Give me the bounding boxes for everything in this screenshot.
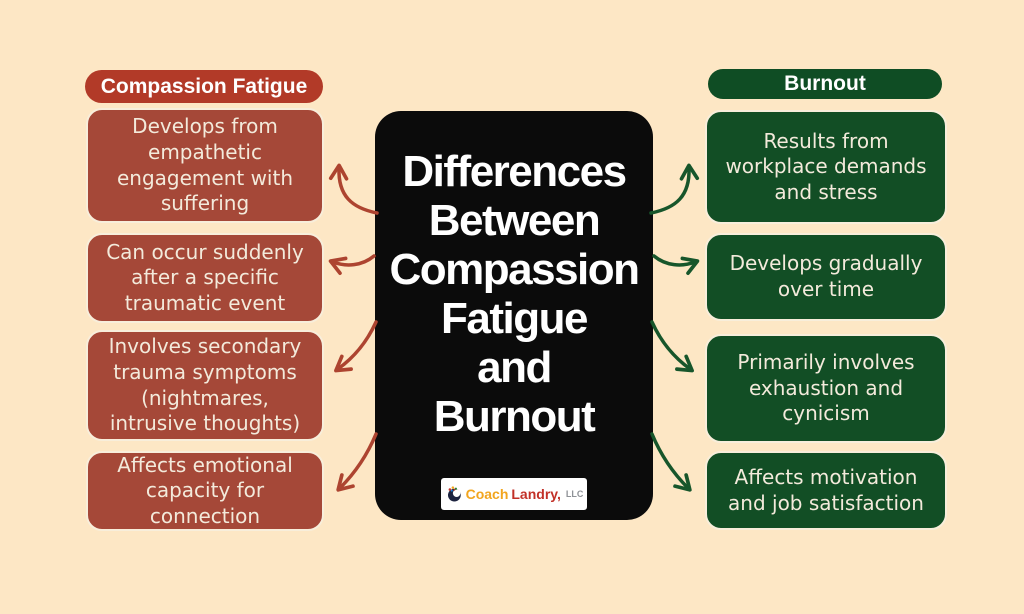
compassion-fatigue-point: Can occur suddenly after a specific trau… [86,233,324,323]
arrow-right-3 [650,320,694,373]
arrow-left-1 [328,163,379,215]
burnout-point: Affects motivation and job satisfaction [705,451,947,530]
brand-text-coach: Coach [465,486,509,502]
compassion-fatigue-point: Involves secondary trauma symptoms (nigh… [86,330,324,441]
brand-text-llc: LLC [565,489,584,499]
burnout-point: Develops gradually over time [705,233,947,321]
main-title: Differences Between Compassion Fatigue a… [389,147,640,441]
arrow-left-4 [336,432,378,492]
burnout-point: Results from workplace demands and stres… [705,110,947,224]
arrow-left-2 [328,254,376,275]
brand-logo-icon [445,485,463,503]
arrow-right-2 [652,254,700,275]
arrow-right-1 [649,163,700,215]
compassion-fatigue-point: Affects emotional capacity for connectio… [86,451,324,531]
arrow-right-4 [650,432,692,492]
compassion-fatigue-header: Compassion Fatigue [85,70,323,103]
burnout-header: Burnout [708,69,942,99]
title-card: Differences Between Compassion Fatigue a… [375,111,653,520]
arrow-left-3 [334,320,378,373]
burnout-point: Primarily involves exhaustion and cynici… [705,334,947,443]
brand-text-landry: Landry, [511,486,561,502]
compassion-fatigue-point: Develops from empathetic engagement with… [86,108,324,223]
